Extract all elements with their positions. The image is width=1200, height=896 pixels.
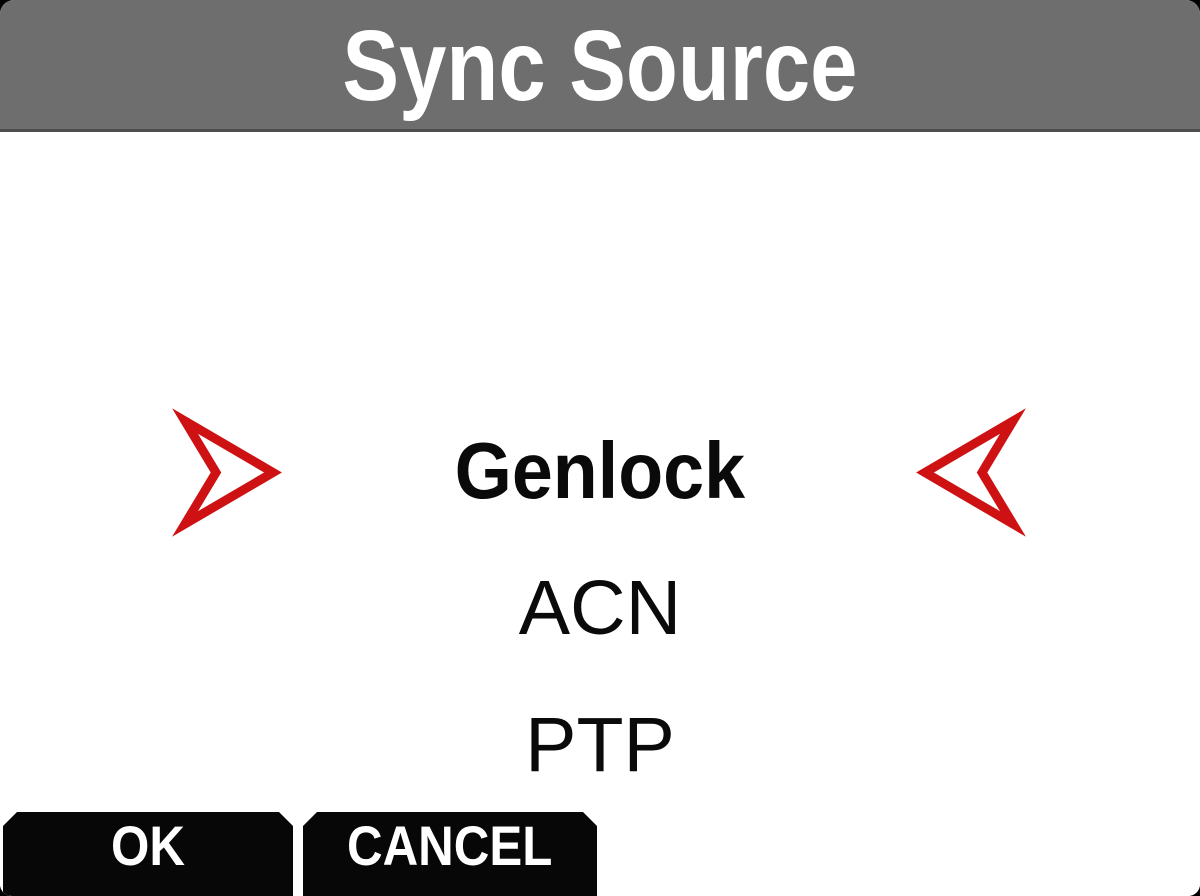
option-label: Genlock — [454, 426, 746, 515]
selection-arrowhead-left-icon — [916, 408, 1026, 537]
ok-button[interactable]: OK — [3, 812, 293, 896]
dialog-body: Genlock ACN PTP OK CANCEL — [0, 132, 1200, 896]
option-label: ACN — [518, 564, 682, 651]
dialog-titlebar: Sync Source — [0, 0, 1200, 132]
cancel-button[interactable]: CANCEL — [303, 812, 597, 896]
option-ptp[interactable]: PTP — [0, 679, 1200, 811]
option-label: PTP — [525, 701, 675, 788]
ok-button-label: OK — [111, 814, 185, 877]
option-acn[interactable]: ACN — [0, 542, 1200, 674]
dialog-title: Sync Source — [342, 9, 858, 122]
cancel-button-label: CANCEL — [347, 814, 553, 877]
option-genlock[interactable]: Genlock — [0, 405, 1200, 537]
selection-arrowhead-right-icon — [172, 408, 282, 537]
